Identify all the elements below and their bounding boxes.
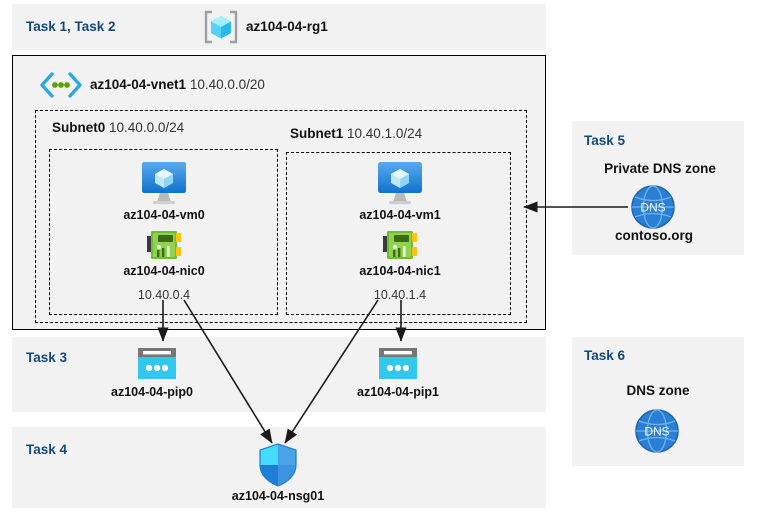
network-security-group-icon (258, 443, 298, 487)
vnet-title: az104-04-vnet1 10.40.0.0/20 (90, 77, 265, 92)
pip0-label: az104-04-pip0 (111, 385, 193, 399)
nic1-ip: 10.40.1.4 (373, 288, 427, 302)
task-label-1-2: Task 1, Task 2 (26, 19, 116, 34)
task-label-6: Task 6 (584, 348, 626, 363)
nic0-ip: 10.40.0.4 (137, 288, 191, 302)
subnet0-title: Subnet0 10.40.0.0/24 (52, 120, 184, 135)
vnet-name: az104-04-vnet1 (90, 77, 187, 92)
vm1-label: az104-04-vm1 (359, 208, 441, 222)
svg-text:DNS: DNS (644, 425, 669, 439)
dns-icon: DNS (630, 184, 676, 230)
virtual-network-icon (36, 70, 86, 100)
dns-zone-title: DNS zone (626, 383, 690, 398)
task-label-3: Task 3 (26, 350, 68, 365)
pip1-label: az104-04-pip1 (357, 385, 439, 399)
subnet1-box (286, 152, 511, 315)
public-ip-icon (134, 346, 180, 382)
subnet1-name: Subnet1 (290, 126, 344, 141)
network-interface-icon (145, 228, 185, 262)
vm0-label: az104-04-vm0 (123, 208, 205, 222)
network-interface-icon (381, 228, 421, 262)
resource-group-name: az104-04-rg1 (246, 19, 328, 34)
vnet-container (12, 55, 546, 330)
public-ip-panel (12, 337, 546, 412)
nsg-label: az104-04-nsg01 (231, 489, 325, 503)
nic0-label: az104-04-nic0 (123, 264, 205, 278)
private-dns-zone-name: contoso.org (615, 228, 693, 243)
dns-icon: DNS (634, 408, 680, 454)
virtual-machine-icon (136, 160, 192, 206)
task-label-4: Task 4 (26, 442, 68, 457)
subnet0-name: Subnet0 (52, 120, 106, 135)
subnet1-address-prefix: 10.40.1.0/24 (347, 126, 423, 141)
task-label-5: Task 5 (584, 133, 626, 148)
resource-group-panel (12, 4, 546, 50)
public-ip-icon (375, 346, 421, 382)
subnet0-address-prefix: 10.40.0.0/24 (109, 120, 185, 135)
svg-text:DNS: DNS (640, 201, 665, 215)
nic1-label: az104-04-nic1 (359, 264, 441, 278)
subnet1-title: Subnet1 10.40.1.0/24 (290, 126, 422, 141)
virtual-machine-icon (372, 160, 428, 206)
resource-group-name-title: az104-04-rg1 (246, 19, 328, 34)
resource-group-icon (202, 8, 240, 46)
private-dns-zone-title: Private DNS zone (604, 161, 716, 176)
subnets-wrapper (35, 110, 527, 323)
vnet-address-space: 10.40.0.0/20 (189, 77, 265, 92)
